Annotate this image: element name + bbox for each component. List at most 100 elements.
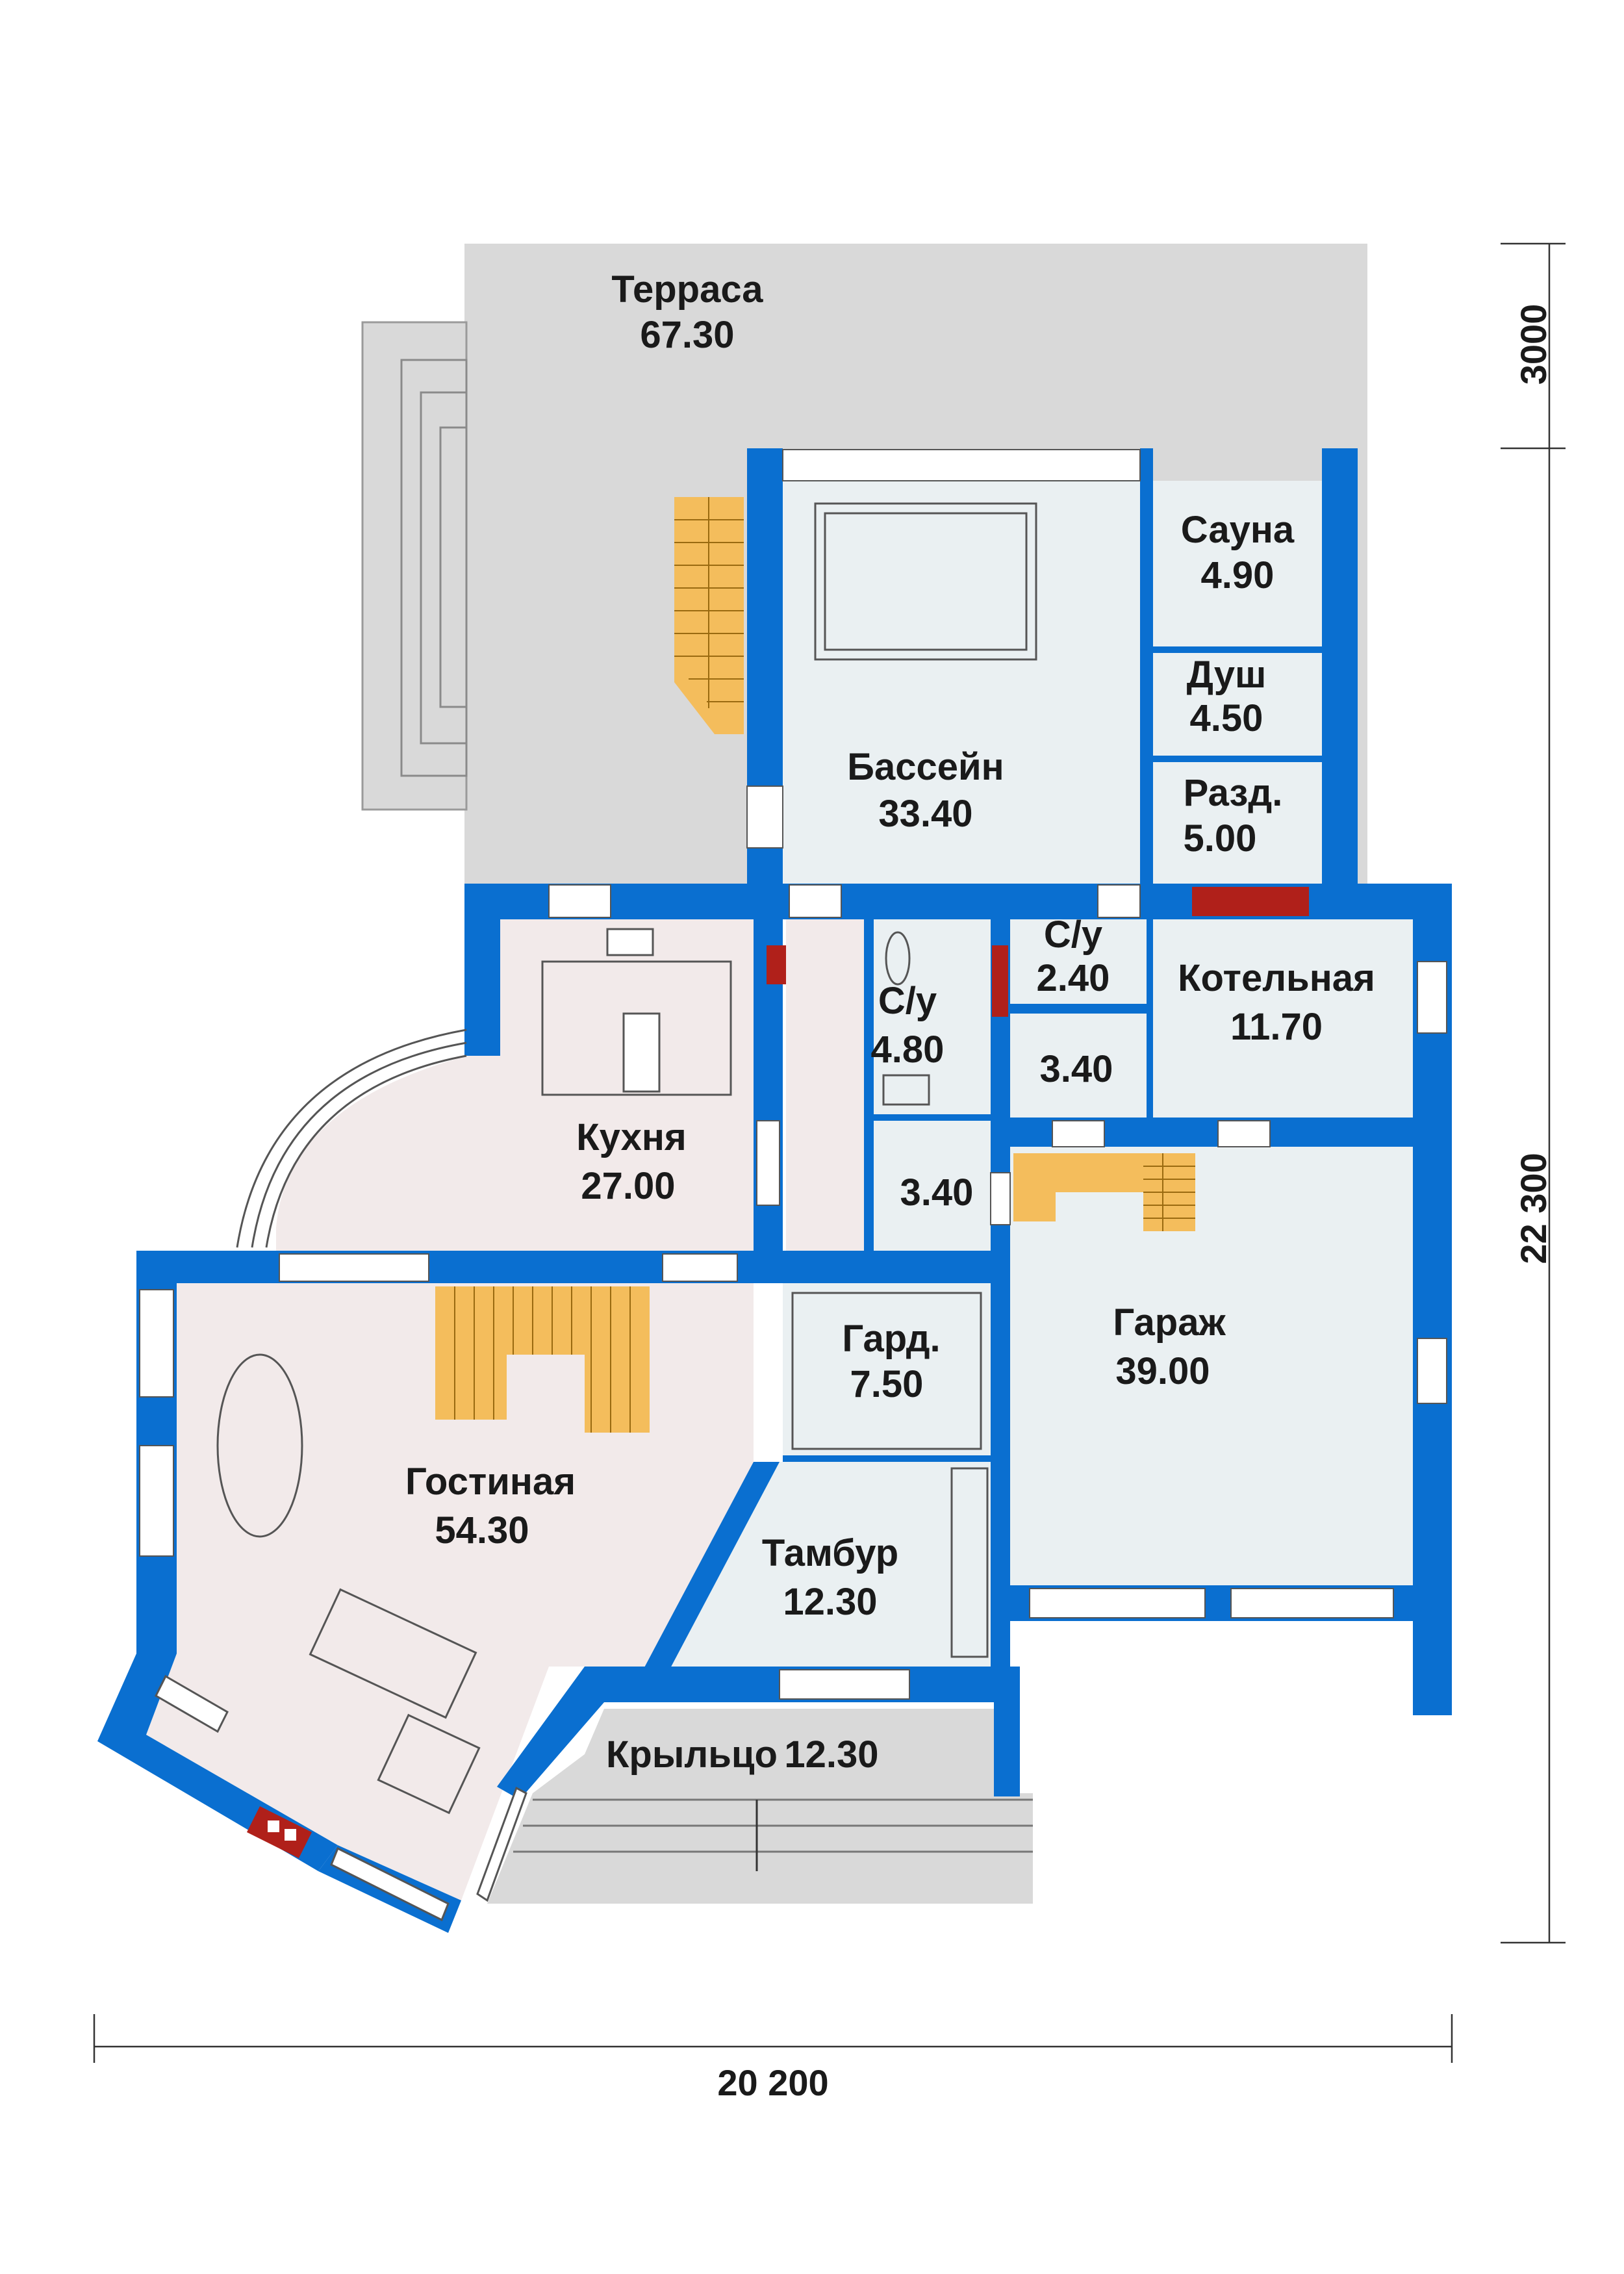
sauna-floor <box>1153 481 1322 646</box>
fireplace-opening <box>285 1829 296 1841</box>
wardrobe-rail <box>791 1292 982 1450</box>
room-labels: Терраса 67.30 Бассейн 33.40 Сауна 4.90 Д… <box>405 268 1375 1776</box>
garage-floor <box>1010 1147 1413 1585</box>
angled-windows <box>155 1674 527 1922</box>
stairs <box>435 497 1195 1433</box>
door-opening <box>1097 884 1141 918</box>
kitchen-name: Кухня <box>576 1116 687 1158</box>
vestibule-closet <box>950 1467 989 1658</box>
window <box>1417 1338 1447 1404</box>
window <box>155 1674 229 1733</box>
wall <box>1140 448 1153 890</box>
wc-large-name: С/у <box>878 980 937 1022</box>
kitchen-counter <box>541 960 732 1096</box>
window <box>139 1289 174 1398</box>
width-dimension: 20 200 <box>717 2062 828 2103</box>
window <box>1417 961 1447 1034</box>
window <box>330 1846 450 1922</box>
wall <box>1413 1585 1452 1715</box>
sauna-area: 4.90 <box>1201 554 1275 596</box>
wc-small-name: С/у <box>1044 913 1102 956</box>
vestibule-area: 12.30 <box>783 1581 877 1623</box>
window <box>779 1669 910 1700</box>
toilet <box>885 931 911 986</box>
store-a-area: 3.40 <box>1040 1048 1113 1090</box>
wardrobe-name: Гард. <box>842 1318 940 1360</box>
terrace-steps <box>361 321 468 811</box>
door-opening <box>1052 1120 1105 1147</box>
living-name: Гостиная <box>405 1461 576 1503</box>
wc-large-floor <box>874 919 994 1114</box>
porch-area: 12.30 <box>784 1733 878 1776</box>
window <box>476 1786 527 1902</box>
store-a-floor <box>1004 1014 1147 1121</box>
shower-area: 4.50 <box>1190 697 1263 739</box>
window <box>782 449 1141 481</box>
wc-small-floor <box>1004 919 1147 1004</box>
fireplace-opening <box>268 1820 279 1832</box>
sauna-name: Сауна <box>1181 509 1295 551</box>
changing-floor <box>1153 760 1322 884</box>
living-stair <box>435 1286 650 1433</box>
pool-name: Бассейн <box>847 746 1004 788</box>
store-b-area: 3.40 <box>900 1171 974 1214</box>
boiler-area: 11.70 <box>1230 1006 1323 1048</box>
wc-small-area: 2.40 <box>1037 957 1110 999</box>
window <box>548 884 611 918</box>
window <box>1230 1588 1394 1618</box>
wc-large-area: 4.80 <box>871 1028 945 1071</box>
wall <box>1322 448 1358 890</box>
shower-floor <box>1153 650 1322 757</box>
terrace-name: Терраса <box>611 268 763 311</box>
garage-name: Гараж <box>1113 1301 1226 1344</box>
boiler-floor <box>1153 919 1413 1118</box>
pool-area: 33.40 <box>878 793 972 835</box>
garage-stair-treads <box>1143 1153 1195 1231</box>
wall <box>1140 756 1322 762</box>
furniture <box>216 928 989 1815</box>
sofa <box>309 1588 477 1719</box>
bay-frame <box>265 1054 467 1248</box>
porch <box>487 1709 1033 1904</box>
bathtub <box>882 1074 930 1106</box>
wall <box>874 1114 991 1121</box>
sink <box>606 928 654 956</box>
bay-floor <box>276 1056 500 1251</box>
changing-area: 5.00 <box>1184 817 1257 860</box>
store-b-floor <box>874 1118 994 1260</box>
door-opening <box>756 1120 780 1206</box>
dimension-lines <box>93 242 1566 2063</box>
terrace-depth-dimension: 3000 <box>1513 304 1554 385</box>
armchair <box>377 1713 481 1815</box>
bay-frame <box>236 1028 467 1248</box>
wall <box>747 448 783 461</box>
hall-floor <box>786 919 864 1251</box>
door-opening <box>789 884 842 918</box>
living-area: 54.30 <box>435 1509 529 1552</box>
window <box>139 1445 174 1557</box>
shower-name: Душ <box>1187 654 1267 696</box>
brick-chimney <box>767 945 786 984</box>
wall <box>1140 646 1322 653</box>
door-opening <box>1217 1120 1271 1147</box>
wardrobe-floor <box>783 1283 991 1459</box>
door-opening <box>746 786 783 849</box>
wall <box>1010 1004 1147 1014</box>
bay-window <box>236 1028 467 1248</box>
openings <box>139 449 1447 1700</box>
garage-area: 39.00 <box>1115 1350 1210 1392</box>
wall <box>991 919 1010 1673</box>
window <box>1029 1588 1206 1618</box>
brick-chimney <box>992 945 1008 1017</box>
dining-table <box>216 1353 303 1538</box>
wall <box>864 919 874 1260</box>
terrace-step-line <box>439 426 468 708</box>
window <box>279 1253 429 1282</box>
brick-elements <box>247 887 1309 1858</box>
wall <box>136 1251 997 1283</box>
terrace-stair-treads <box>674 497 744 708</box>
brick-chimney <box>1192 887 1309 916</box>
pool-floor <box>783 481 1150 884</box>
dimension-labels: 20 200 22 300 3000 <box>717 304 1554 2103</box>
